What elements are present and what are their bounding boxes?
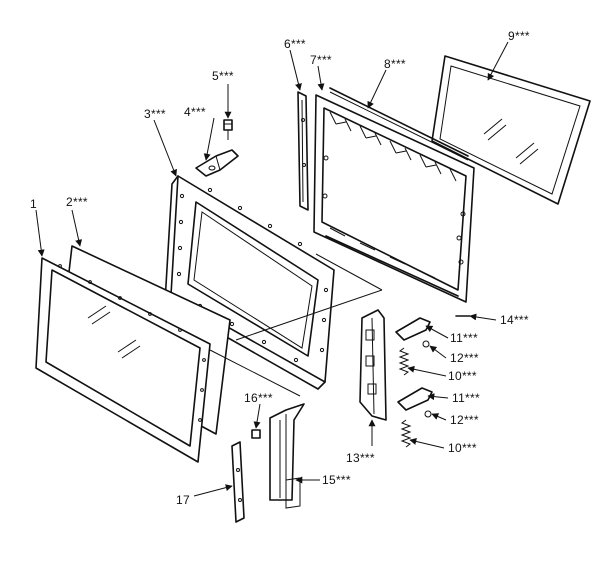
inner-door-frame <box>313 87 475 303</box>
choke-strip <box>297 91 309 211</box>
label-part-3: 3*** <box>144 107 166 121</box>
label-part-5: 5*** <box>212 69 234 83</box>
part-labels: 1 2*** 3*** 4*** 5*** 6*** 7*** 8*** 9**… <box>30 29 530 507</box>
label-part-14: 14*** <box>500 313 529 327</box>
outer-door-frame <box>35 257 211 463</box>
latch-assembly-lower <box>397 387 433 448</box>
screw <box>223 119 233 140</box>
label-part-15: 15*** <box>322 473 351 487</box>
hinge-bracket <box>195 149 239 177</box>
label-part-11-upper: 11*** <box>450 331 478 345</box>
label-part-9: 9*** <box>508 29 530 43</box>
label-part-8: 8*** <box>384 57 406 71</box>
label-part-2: 2*** <box>66 195 88 209</box>
label-part-4: 4*** <box>184 105 206 119</box>
label-part-1: 1 <box>30 197 37 211</box>
screw-small <box>251 429 261 439</box>
label-part-16: 16*** <box>244 391 273 405</box>
label-part-11-lower: 11*** <box>452 391 480 405</box>
label-part-6: 6*** <box>284 37 306 51</box>
label-part-10-lower: 10*** <box>448 441 477 455</box>
label-part-17: 17 <box>176 493 190 507</box>
projection-lines <box>209 253 383 397</box>
latch-plate <box>359 309 387 421</box>
label-part-12-upper: 12*** <box>450 351 479 365</box>
latch-cover <box>269 403 305 509</box>
side-trim-strip <box>231 441 245 523</box>
label-part-13: 13*** <box>346 451 375 465</box>
latch-assembly-upper <box>395 317 431 376</box>
label-part-10-upper: 10*** <box>448 369 477 383</box>
label-part-12-lower: 12*** <box>450 413 479 427</box>
label-part-7: 7*** <box>310 53 332 67</box>
outer-glass-panel <box>431 55 591 205</box>
leader-lines <box>35 41 509 497</box>
